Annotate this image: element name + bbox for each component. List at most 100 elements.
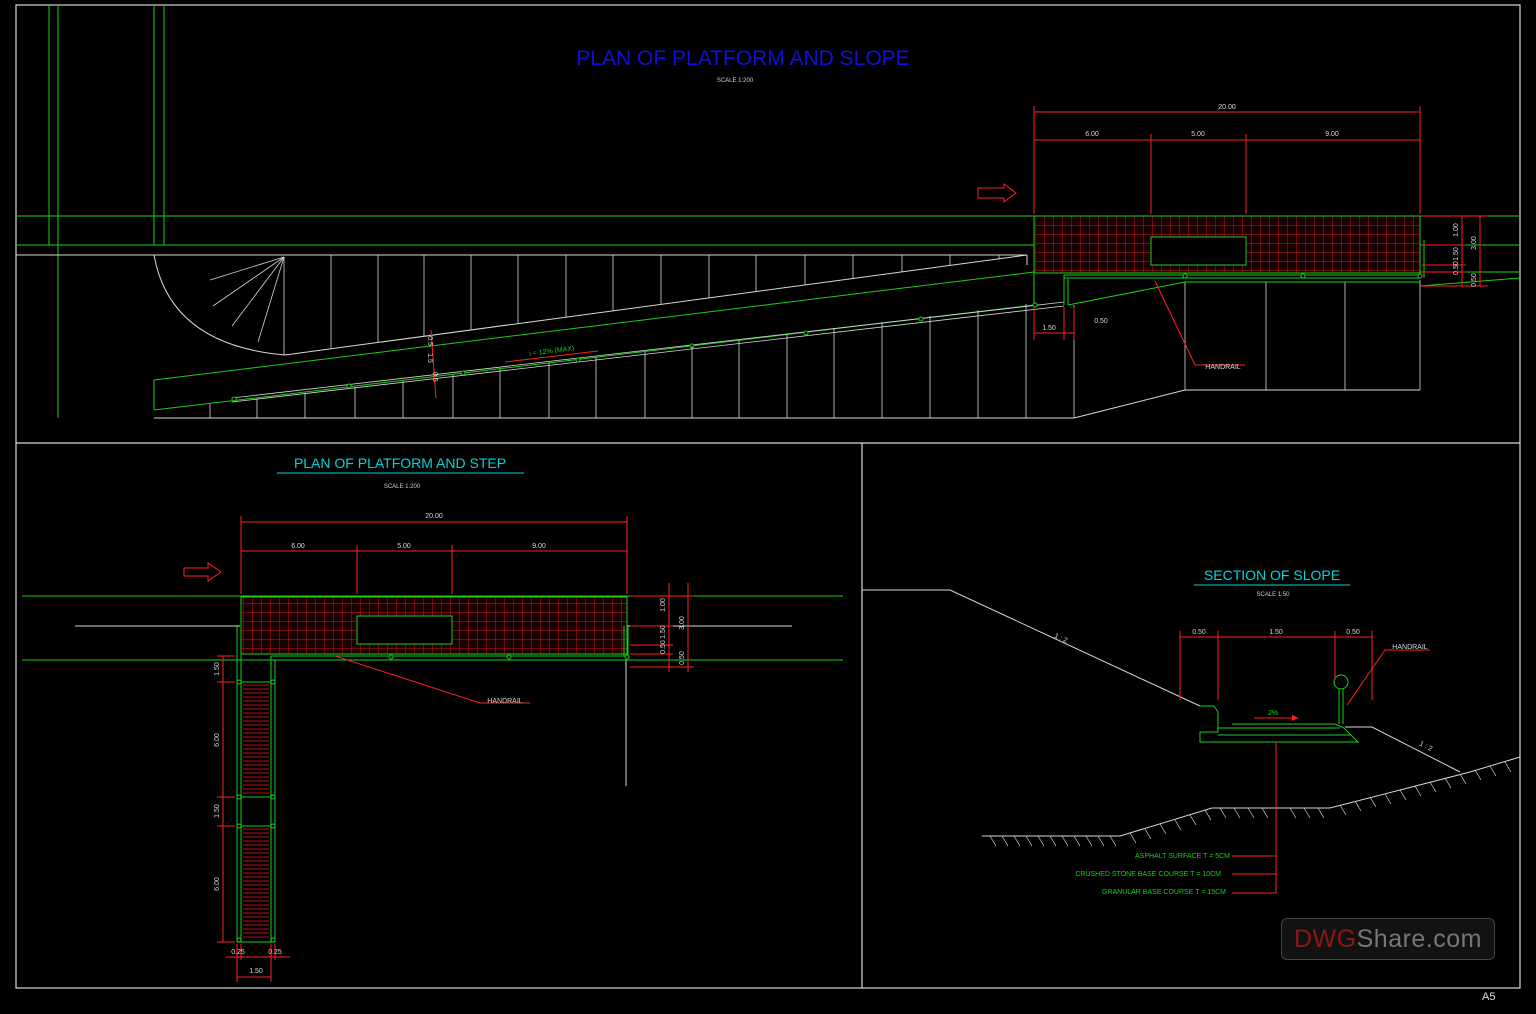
lower-ticks xyxy=(209,304,1075,418)
sheet-frame xyxy=(15,4,1521,989)
section-handrail xyxy=(1333,674,1349,724)
step-platform-rails xyxy=(236,626,629,942)
section-dim-b: 1.50 xyxy=(1269,629,1283,636)
dim-c: 9.00 xyxy=(1325,131,1339,138)
stair-bottom-a: 0.25 xyxy=(231,949,245,956)
step-handrail-label: HANDRAIL xyxy=(487,698,523,705)
handrail-leader xyxy=(1154,280,1245,366)
step-dim-a: 6.00 xyxy=(291,543,305,550)
right-dimension-lines xyxy=(1422,215,1488,287)
pavement xyxy=(1199,705,1360,743)
slope-label-leader xyxy=(504,350,599,363)
dim-total: 20.00 xyxy=(1218,104,1236,111)
plan-slope-scale: SCALE 1:200 xyxy=(717,78,754,84)
section-drawing: 1 : 2 1 : 2 HANDRAIL 2% 0 xyxy=(862,589,1521,896)
step-entry-arrow-icon xyxy=(183,562,222,582)
logo-text-share: Share.com xyxy=(1356,924,1482,953)
step-dim-rtotal: 3.00 xyxy=(679,616,686,630)
plan-step-title: PLAN OF PLATFORM AND STEP xyxy=(294,455,506,471)
section-scale: SCALE 1:50 xyxy=(1256,592,1290,598)
step-dim-r4: 0.50 xyxy=(679,651,686,665)
stair-dim-4: 6.00 xyxy=(214,877,221,891)
step-platform-posts xyxy=(388,654,630,660)
slope-ratio-left: 1 : 2 xyxy=(1053,633,1068,645)
slope-band xyxy=(153,271,1035,411)
step-dim-c: 9.00 xyxy=(532,543,546,550)
platform-opening xyxy=(1150,236,1247,266)
curb-arc xyxy=(153,254,286,356)
step-handrail-leader xyxy=(334,655,530,704)
slope-handrail xyxy=(231,301,1065,403)
step-platform-opening xyxy=(356,615,453,645)
sheet-number: A5 xyxy=(1482,991,1496,1003)
layer-granular: GRANULAR BASE COURSE T = 15CM xyxy=(1102,889,1226,896)
lower-slope-return xyxy=(1073,389,1186,419)
step-dim-r2: 1.50 xyxy=(660,625,667,639)
step-right-dimension-lines xyxy=(630,583,694,672)
handrail-label: HANDRAIL xyxy=(1205,364,1241,371)
stair-bottom-dimension-lines xyxy=(226,944,290,982)
section-handrail-label: HANDRAIL xyxy=(1392,644,1428,651)
upper-ticks xyxy=(330,255,1000,349)
bottom-dimension-lines xyxy=(1033,307,1075,340)
logo-text-dwg: DWG xyxy=(1294,924,1357,953)
dim-bottom-right: 0.50 xyxy=(1094,318,1108,325)
dim-r1: 1.00 xyxy=(1453,223,1460,237)
stair-dim-3: 1.50 xyxy=(214,804,221,818)
road-verticals xyxy=(48,5,165,418)
stair-landings xyxy=(237,681,275,943)
step-top-dimension-lines xyxy=(240,516,628,594)
crossfall-arrowhead-icon xyxy=(1292,715,1298,721)
layer-leaders xyxy=(1232,742,1277,894)
section-dim-c: 0.50 xyxy=(1346,629,1360,636)
dim-a: 6.00 xyxy=(1085,131,1099,138)
width-dim-line xyxy=(430,329,437,399)
plan-step-drawing: 20.00 6.00 5.00 9.00 1.00 1.50 0.50 0.50… xyxy=(22,513,843,982)
slope-label: i = 12% (MAX) xyxy=(529,345,575,357)
step-dim-b: 5.00 xyxy=(397,543,411,550)
step-dim-r1: 1.00 xyxy=(660,598,667,612)
section-dimension-lines xyxy=(1179,631,1373,700)
dim-r2: 1.50 xyxy=(1453,247,1460,261)
stair-bottom-b: 0.25 xyxy=(268,949,282,956)
stair-dim-2: 6.00 xyxy=(214,733,221,747)
dim-bottom-left: 1.50 xyxy=(1042,325,1056,332)
layer-asphalt: ASPHALT SURFACE T = 5CM xyxy=(1135,853,1230,860)
slope-upper-edge xyxy=(284,254,1028,356)
dim-rtotal: 3.00 xyxy=(1471,236,1478,250)
slope-ratio-right: 1 : 2 xyxy=(1418,740,1433,752)
dim-r4: 0.50 xyxy=(1471,273,1478,287)
crossfall-label: 2% xyxy=(1268,710,1278,717)
stair-flight-upper xyxy=(243,682,269,797)
section-dim-a: 0.50 xyxy=(1192,629,1206,636)
platform-posts xyxy=(1182,273,1423,279)
width-b: 1.5 xyxy=(426,353,433,363)
right-ticks xyxy=(1184,280,1421,390)
dim-b: 5.00 xyxy=(1191,131,1205,138)
section-title: SECTION OF SLOPE xyxy=(1204,567,1340,583)
step-dim-total: 20.00 xyxy=(425,513,443,520)
ground-hatching xyxy=(989,761,1512,847)
stair-dim-1: 1.50 xyxy=(214,662,221,676)
step-dim-r3: 0.50 xyxy=(660,640,667,654)
plan-slope-title: PLAN OF PLATFORM AND SLOPE xyxy=(576,47,909,70)
embankment xyxy=(862,589,1461,773)
layer-crushed-stone: CRUSHED STONE BASE COURSE T = 10CM xyxy=(1075,871,1221,878)
stair-dimension-lines xyxy=(217,655,235,943)
top-dimension-lines xyxy=(1033,106,1421,214)
plan-step-scale: SCALE 1:200 xyxy=(384,484,421,490)
stair-bottom-total: 1.50 xyxy=(249,968,263,975)
slope-handrail-posts xyxy=(231,302,1038,402)
section-handrail-leader xyxy=(1346,649,1430,706)
stair-posts xyxy=(236,679,276,943)
plan-slope-drawing: 20.00 6.00 5.00 9.00 1.00 1.50 0.50 0.50… xyxy=(16,5,1521,419)
dim-r3: 0.50 xyxy=(1453,261,1460,275)
width-a: 0.5 xyxy=(426,336,433,346)
ground-line xyxy=(982,756,1521,837)
entry-arrow-icon xyxy=(977,183,1017,203)
radial-lines xyxy=(209,256,285,355)
width-c: 0.5 xyxy=(431,372,438,382)
stair-flight-lower xyxy=(243,826,269,940)
